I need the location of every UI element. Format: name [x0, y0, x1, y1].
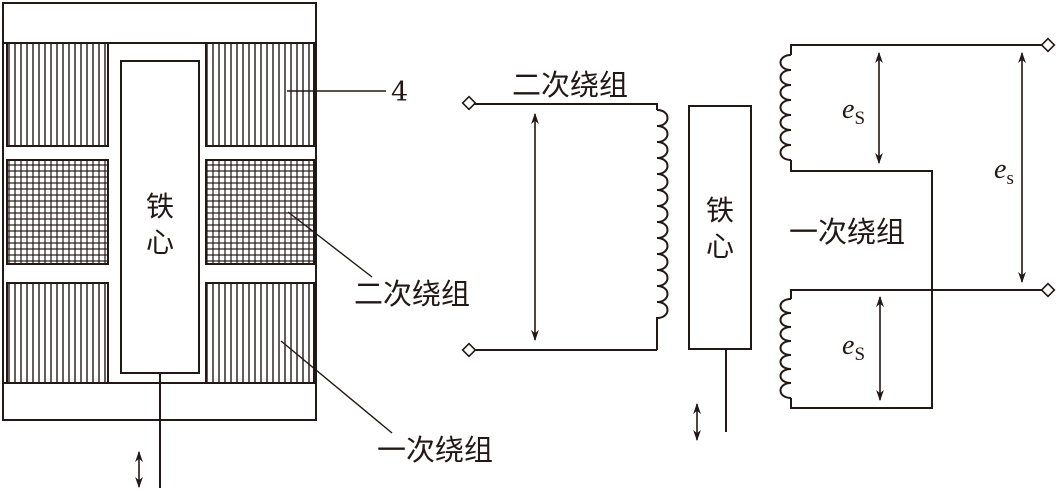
primary-winding-block-left-bottom	[6, 282, 109, 384]
secondary-coil	[656, 109, 669, 350]
right-primary-winding-label: 一次绕组	[789, 215, 905, 249]
left-figure	[2, 2, 393, 489]
primary-lower-coil	[779, 298, 792, 399]
primary-upper-coil	[779, 54, 792, 161]
emf-upper-subscript: S	[854, 108, 865, 129]
secondary-winding-block-right	[205, 159, 315, 265]
emf-total-symbol: e	[994, 154, 1006, 185]
right-core-label-2: 心	[706, 230, 734, 263]
primary-winding-block-left-top	[6, 42, 109, 147]
emf-lower-symbol: e	[842, 330, 854, 361]
left-primary-winding-label: 一次绕组	[377, 433, 493, 467]
right-secondary-winding-label: 二次绕组	[512, 68, 628, 102]
leader-line-primary	[280, 340, 393, 434]
left-core-label-1: 铁	[146, 190, 174, 223]
emf-total-label: es	[994, 154, 1014, 189]
emf-lower-label: eS	[842, 330, 865, 365]
primary-winding-block-right-bottom	[205, 282, 315, 384]
left-secondary-winding-label: 二次绕组	[354, 277, 470, 311]
primary-terminal-top	[1040, 37, 1056, 53]
iron-core-left	[120, 60, 200, 374]
right-figure	[461, 37, 1056, 442]
secondary-top-lead	[473, 103, 658, 110]
emf-upper-symbol: e	[842, 94, 854, 125]
primary-upper-top-lead	[790, 44, 1045, 55]
secondary-terminal-bottom	[461, 342, 477, 358]
left-core-label-2: 心	[146, 226, 174, 259]
primary-lower-top-lead	[790, 289, 1045, 299]
right-core-label-1: 铁	[706, 194, 734, 227]
primary-upper-return	[790, 160, 933, 409]
primary-winding-block-right-top	[205, 42, 315, 147]
emf-total-subscript: s	[1006, 168, 1013, 189]
iron-core-right	[688, 105, 752, 350]
primary-terminal-bottom	[1040, 282, 1056, 298]
secondary-terminal-top	[461, 95, 477, 111]
emf-lower-subscript: S	[854, 344, 865, 365]
emf-upper-label: eS	[842, 94, 865, 129]
leader-line-secondary	[287, 211, 373, 278]
callout-number-4: 4	[391, 77, 408, 108]
secondary-winding-block-left	[6, 159, 109, 265]
